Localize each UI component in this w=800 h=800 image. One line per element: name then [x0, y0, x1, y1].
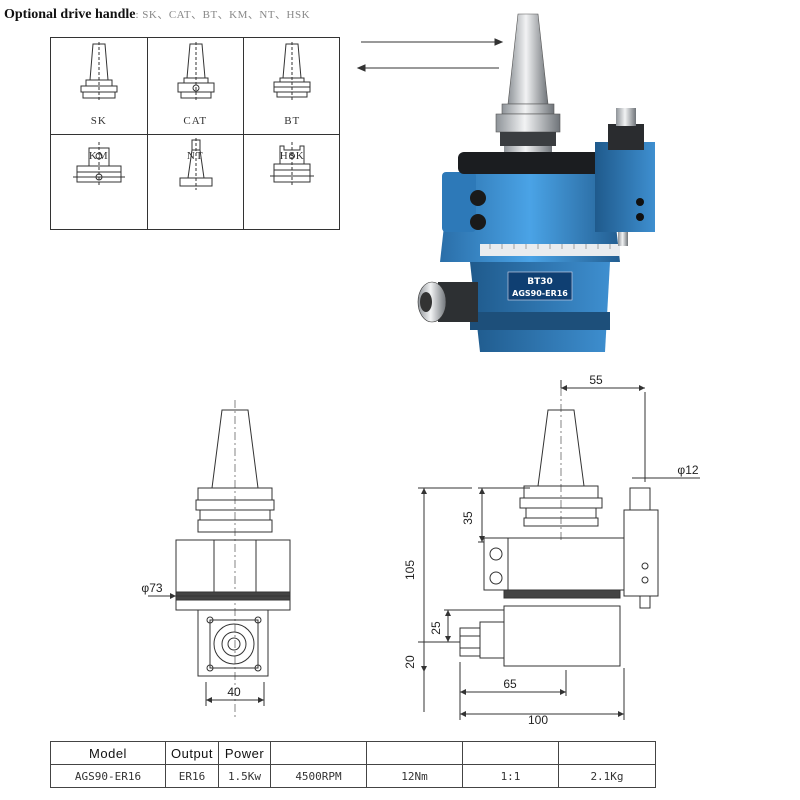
header-blank-2	[366, 741, 463, 765]
handle-label-nt: NT	[186, 150, 204, 162]
product-label-line2: AGS90-ER16	[512, 289, 568, 298]
cell-speed: 4500RPM	[270, 764, 367, 788]
handle-label-sk: SK	[90, 115, 107, 127]
dim-25: 25	[429, 621, 443, 635]
dim-20: 20	[403, 655, 417, 669]
nt-taper-icon	[179, 138, 212, 190]
header-blank-1	[270, 741, 367, 765]
header-model: Model	[50, 741, 166, 765]
dim-105: 105	[403, 560, 417, 580]
spec-table: Model Output Power AGS90-ER16 ER16 1.5Kw…	[50, 741, 656, 788]
dimension-drawing: 55 φ12 35 105 φ73 25 20 40 65 100	[141, 373, 700, 727]
dim-35: 35	[461, 511, 475, 525]
dim-40: 40	[227, 685, 241, 699]
swap-arrows	[355, 32, 505, 86]
double-arrow-icon	[356, 38, 504, 72]
angle-head-image: BT30 AGS90-ER16	[417, 13, 655, 352]
drive-handle-grid: SK CAT BT	[50, 37, 340, 230]
dim-65: 65	[503, 677, 517, 691]
dim-55: 55	[589, 373, 603, 387]
header-blank-4	[558, 741, 656, 765]
cell-output: ER16	[165, 764, 219, 788]
cell-power: 1.5Kw	[218, 764, 271, 788]
bt-taper-icon	[273, 42, 311, 100]
handle-label-cat: CAT	[183, 115, 208, 127]
km-taper-icon	[73, 142, 125, 186]
product-illustration: BT30 AGS90-ER16	[410, 12, 680, 361]
cell-weight: 2.1Kg	[558, 764, 656, 788]
cell-model: AGS90-ER16	[50, 764, 166, 788]
table-header-row: Model Output Power	[50, 741, 656, 765]
product-label-line1: BT30	[527, 277, 553, 287]
grid-divider	[51, 134, 339, 135]
handle-label-bt: BT	[284, 115, 301, 127]
cell-ratio: 1:1	[462, 764, 559, 788]
technical-drawings: 55 φ12 35 105 φ73 25 20 40 65 100	[0, 370, 800, 739]
table-row: AGS90-ER16 ER16 1.5Kw 4500RPM 12Nm 1:1 2…	[50, 764, 656, 788]
header-power: Power	[218, 741, 271, 765]
handle-cell-km: KM	[51, 134, 148, 230]
page-title: Optional drive handle: SK、CAT、BT、KM、NT、H…	[4, 6, 310, 23]
hsk-taper-icon	[270, 142, 314, 186]
handle-cell-hsk: HSK	[244, 134, 341, 230]
sk-taper-icon	[80, 42, 118, 100]
handle-label-km: KM	[88, 150, 109, 162]
handle-cell-cat: CAT	[148, 38, 244, 134]
cat-taper-icon	[177, 42, 214, 100]
cell-torque: 12Nm	[366, 764, 463, 788]
handle-cell-bt: BT	[244, 38, 341, 134]
title-text: Optional drive handle	[4, 7, 136, 22]
dim-12: φ12	[677, 463, 698, 477]
handle-cell-sk: SK	[51, 38, 148, 134]
dim-73: φ73	[141, 581, 162, 595]
title-options: : SK、CAT、BT、KM、NT、HSK	[135, 9, 311, 21]
handle-label-hsk: HSK	[279, 150, 305, 162]
header-output: Output	[165, 741, 219, 765]
header-blank-3	[462, 741, 559, 765]
handle-cell-nt: NT	[148, 134, 244, 230]
dim-100: 100	[528, 713, 548, 727]
